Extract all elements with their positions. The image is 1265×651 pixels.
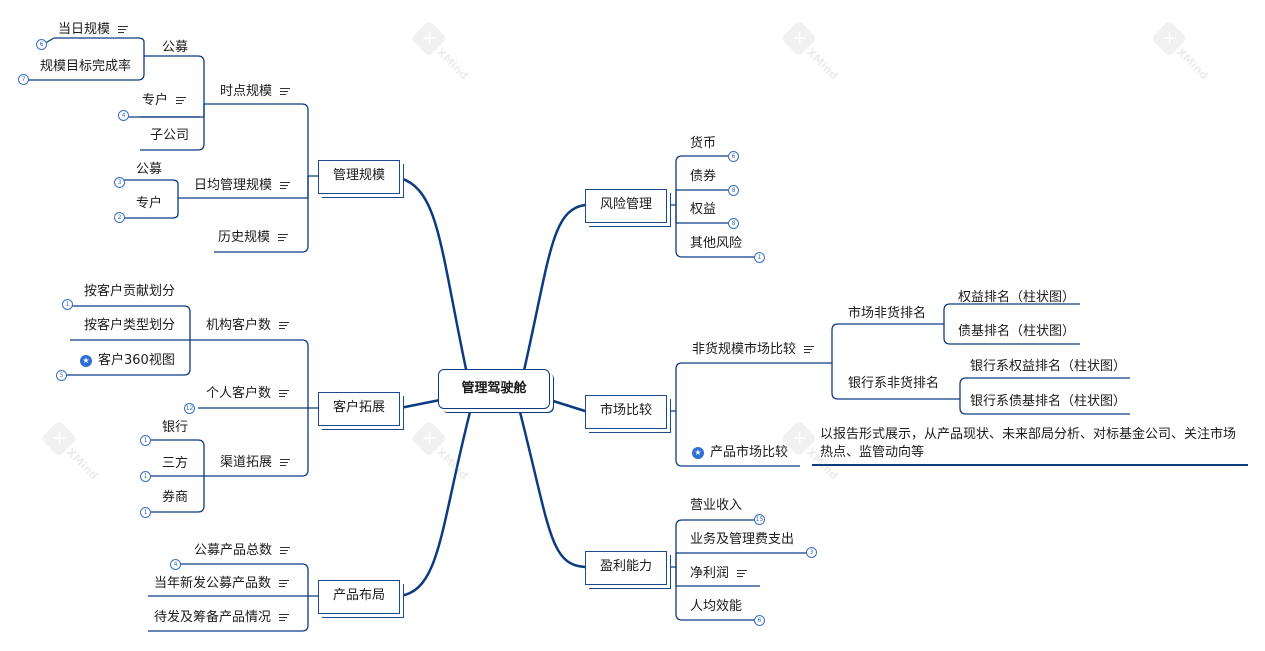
- topic-bank-nonmoney-rank[interactable]: 银行系非货排名: [848, 376, 940, 391]
- topic-expenses[interactable]: 业务及管理费支出: [690, 532, 795, 547]
- topic-label: 当日规模: [58, 22, 111, 37]
- topic-subsidiary[interactable]: 子公司: [150, 128, 190, 143]
- count-badge: 6: [728, 151, 739, 162]
- topic-label: 专户: [142, 93, 169, 108]
- topic-bank-bond-rank[interactable]: 银行系债基排名（柱状图）: [970, 394, 1127, 409]
- count-badge: 15: [754, 514, 765, 525]
- topic-product[interactable]: 产品布局: [318, 580, 400, 614]
- topic-customer[interactable]: 客户拓展: [318, 392, 400, 426]
- topic-pending-products[interactable]: 待发及筹备产品情况: [154, 610, 290, 626]
- notes-icon: [279, 579, 290, 588]
- topic-channel[interactable]: 渠道拓展: [220, 455, 291, 471]
- topic-equity-rank[interactable]: 权益排名（柱状图）: [958, 290, 1076, 305]
- notes-icon: [279, 613, 290, 622]
- topic-label: 时点规模: [220, 84, 273, 99]
- count-badge: 6: [36, 39, 47, 50]
- notes-icon: [278, 233, 289, 242]
- topic-new-public[interactable]: 当年新发公募产品数: [154, 576, 290, 592]
- topic-daily-public[interactable]: 公募: [136, 162, 163, 177]
- notes-icon: [280, 181, 291, 190]
- topic-label: 非货规模市场比较: [692, 342, 797, 357]
- count-badge: 2: [114, 212, 125, 223]
- topic-history-scale[interactable]: 历史规模: [218, 230, 289, 246]
- topic-target-rate[interactable]: 规模目标完成率: [40, 59, 132, 74]
- topic-label: 机构客户数: [206, 318, 272, 333]
- topic-risk-equity[interactable]: 权益: [690, 202, 717, 217]
- topic-point-special[interactable]: 专户: [142, 93, 187, 109]
- topic-net-profit[interactable]: 净利润: [690, 566, 748, 582]
- topic-bond-rank[interactable]: 债基排名（柱状图）: [958, 324, 1076, 339]
- count-badge: 3: [806, 547, 817, 558]
- notes-icon: [804, 345, 815, 354]
- topic-label: 产品市场比较: [710, 445, 789, 460]
- topic-label: 个人客户数: [206, 386, 272, 401]
- notes-icon: [279, 389, 290, 398]
- topic-by-contribution[interactable]: 按客户贡献划分: [84, 284, 176, 299]
- topic-label: 历史规模: [218, 230, 271, 245]
- count-badge: 1: [62, 299, 73, 310]
- topic-bank[interactable]: 银行: [162, 420, 189, 435]
- count-badge: 4: [118, 110, 129, 121]
- topic-daily-scale-today[interactable]: 当日规模: [58, 22, 129, 38]
- topic-market[interactable]: 市场比较: [585, 395, 667, 429]
- count-badge: 12: [184, 403, 195, 414]
- topic-label: 公募产品总数: [194, 543, 273, 558]
- topic-nonmoney-compare[interactable]: 非货规模市场比较: [692, 342, 815, 358]
- count-badge: 1: [140, 471, 151, 482]
- topic-institution[interactable]: 机构客户数: [206, 318, 290, 334]
- topic-label: 渠道拓展: [220, 455, 273, 470]
- root-topic[interactable]: 管理驾驶舱: [438, 369, 550, 409]
- count-badge: 4: [170, 559, 181, 570]
- topic-description-line2: 热点、监管动向等: [820, 445, 925, 460]
- count-badge: 1: [140, 507, 151, 518]
- notes-icon: [737, 569, 748, 578]
- topic-public-total[interactable]: 公募产品总数: [194, 543, 291, 559]
- count-badge: 8: [728, 218, 739, 229]
- topic-daily-special[interactable]: 专户: [136, 196, 163, 211]
- topic-bank-equity-rank[interactable]: 银行系权益排名（柱状图）: [970, 359, 1127, 374]
- topic-scale[interactable]: 管理规模: [318, 160, 400, 194]
- star-icon: ★: [80, 354, 92, 367]
- topic-customer-360[interactable]: ★ 客户360视图: [80, 353, 175, 369]
- topic-risk-money[interactable]: 货币: [690, 136, 717, 151]
- notes-icon: [176, 96, 187, 105]
- topic-label: 当年新发公募产品数: [154, 576, 272, 591]
- notes-icon: [280, 87, 291, 96]
- topic-daily-scale[interactable]: 日均管理规模: [194, 178, 291, 194]
- topic-point-scale[interactable]: 时点规模: [220, 84, 291, 100]
- count-badge: 1: [754, 252, 765, 263]
- topic-by-type[interactable]: 按客户类型划分: [84, 318, 176, 333]
- topic-broker[interactable]: 券商: [162, 490, 189, 505]
- notes-icon: [280, 546, 291, 555]
- description-underline: [812, 464, 1248, 466]
- star-icon: ★: [692, 446, 704, 459]
- topic-label: 客户360视图: [98, 353, 175, 368]
- topic-label: 净利润: [690, 566, 730, 581]
- topic-profit[interactable]: 盈利能力: [585, 551, 667, 585]
- topic-risk-other[interactable]: 其他风险: [690, 236, 743, 251]
- count-badge: 6: [754, 615, 765, 626]
- topic-risk[interactable]: 风险管理: [585, 189, 667, 223]
- topic-label: 日均管理规模: [194, 178, 273, 193]
- count-badge: 7: [18, 74, 29, 85]
- notes-icon: [280, 458, 291, 467]
- notes-icon: [118, 25, 129, 34]
- topic-market-nonmoney-rank[interactable]: 市场非货排名: [848, 306, 927, 321]
- count-badge: 3: [114, 177, 125, 188]
- topic-label: 待发及筹备产品情况: [154, 610, 272, 625]
- topic-risk-bond[interactable]: 债券: [690, 169, 717, 184]
- notes-icon: [279, 321, 290, 330]
- topic-per-capita[interactable]: 人均效能: [690, 599, 743, 614]
- count-badge: 1: [140, 435, 151, 446]
- topic-point-public[interactable]: 公募: [162, 40, 189, 55]
- topic-product-market-compare[interactable]: ★ 产品市场比较: [692, 445, 788, 461]
- topic-description-line1: 以报告形式展示，从产品现状、未来部局分析、对标基金公司、关注市场: [820, 427, 1237, 442]
- topic-revenue[interactable]: 营业收入: [690, 498, 743, 513]
- topic-individual[interactable]: 个人客户数: [206, 386, 290, 402]
- count-badge: 8: [728, 185, 739, 196]
- topic-third-party[interactable]: 三方: [162, 456, 189, 471]
- count-badge: 5: [56, 370, 67, 381]
